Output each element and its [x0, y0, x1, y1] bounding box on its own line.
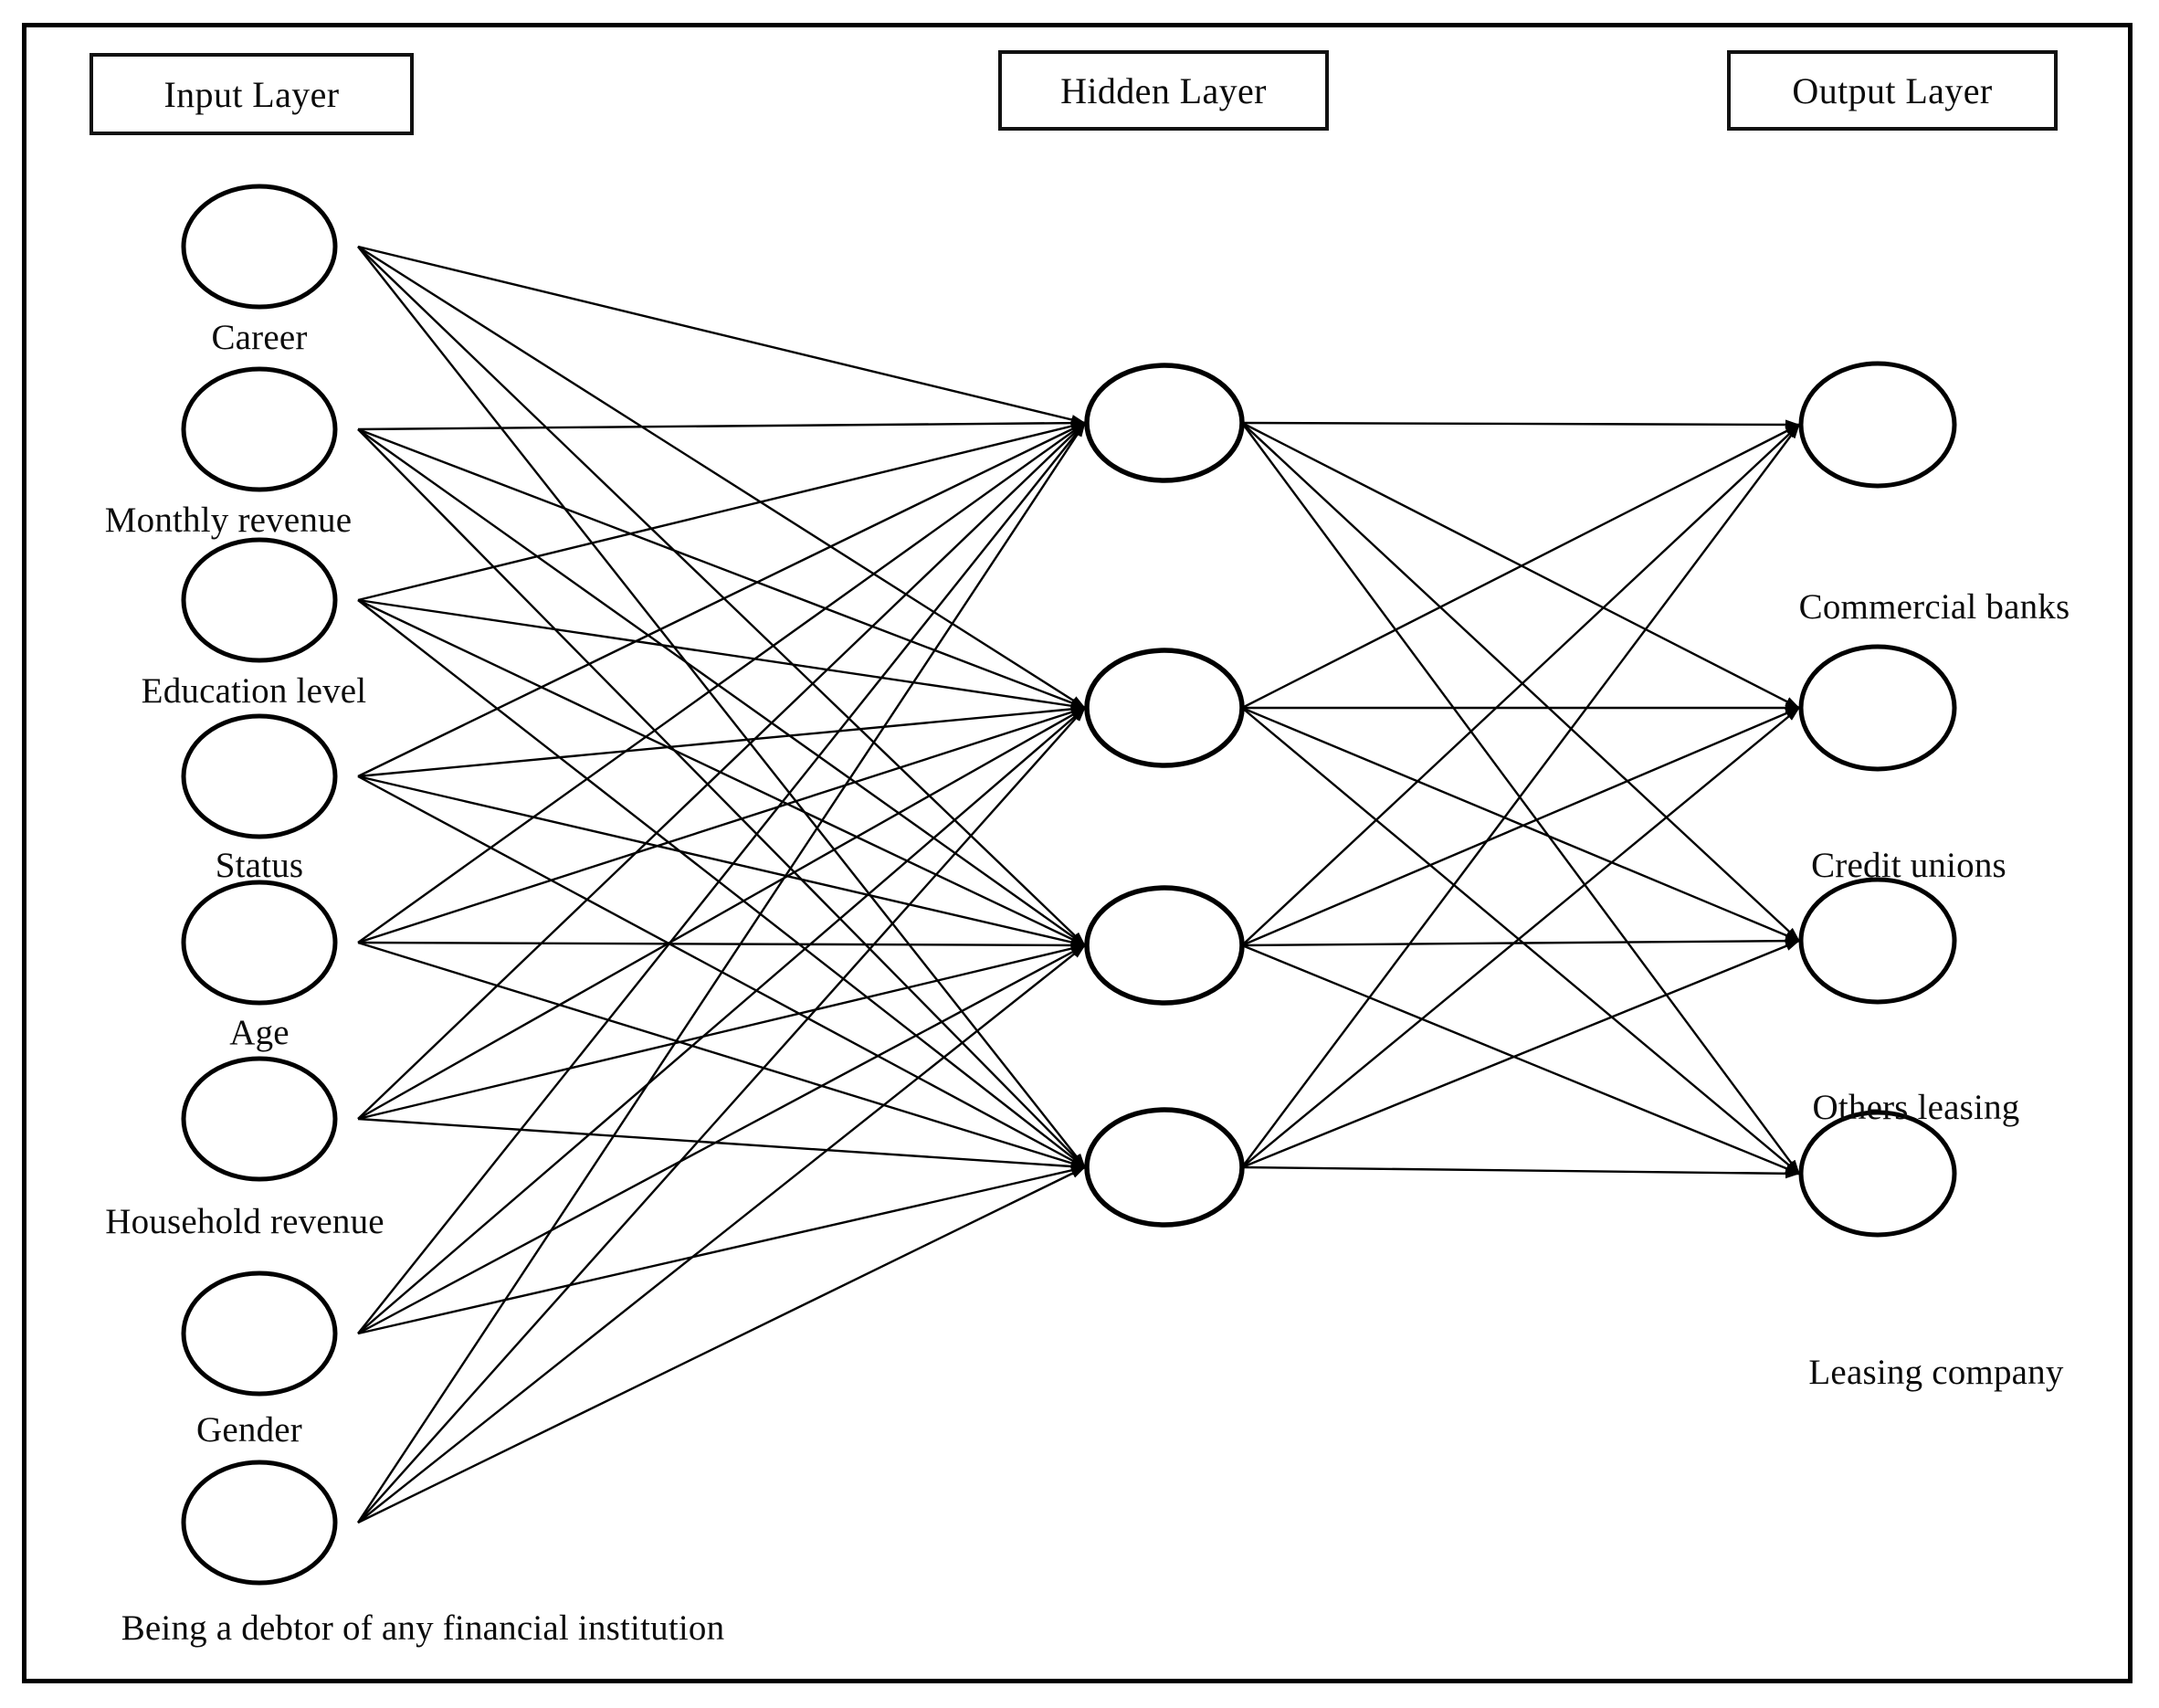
edge-hidden-1-output-0 [1241, 423, 1800, 710]
input-layer-nodes [181, 184, 338, 1586]
hidden-node-1 [1084, 648, 1245, 768]
edge-input-2-hidden-0 [357, 421, 1086, 602]
edge-input-1-hidden-0 [357, 417, 1086, 431]
output-layer-title: Output Layer [1727, 50, 2058, 131]
input-node-3 [181, 713, 338, 839]
edge-input-7-hidden-3 [357, 1165, 1086, 1524]
output-node-2 [1798, 877, 1957, 1005]
input-node-label-0: Career [211, 318, 308, 357]
input-layer-title-text: Input Layer [163, 73, 340, 115]
edge-hidden-1-output-2 [1241, 706, 1800, 943]
edge-input-3-hidden-0 [357, 421, 1086, 778]
output-node-1 [1798, 644, 1957, 772]
edge-input-2-hidden-1 [357, 598, 1086, 712]
input-node-label-4: Age [229, 1013, 290, 1052]
output-node-0 [1798, 361, 1957, 489]
edge-hidden-0-output-0 [1241, 419, 1800, 430]
output-node-label-1: Credit unions [1811, 846, 2006, 885]
edge-input-6-hidden-2 [357, 944, 1086, 1335]
edge-hidden-0-output-3 [1241, 422, 1800, 1175]
edge-input-0-hidden-3 [357, 246, 1086, 1168]
edges-hidden-to-output [1241, 419, 1800, 1179]
edge-hidden-2-output-1 [1241, 706, 1800, 947]
edge-input-0-hidden-2 [357, 246, 1086, 946]
edge-input-1-hidden-3 [357, 428, 1086, 1168]
edge-input-6-hidden-3 [357, 1165, 1086, 1335]
input-node-label-2: Education level [141, 671, 367, 711]
input-node-0 [181, 184, 338, 310]
edge-input-7-hidden-1 [357, 707, 1086, 1523]
output-node-3 [1798, 1110, 1957, 1238]
edge-hidden-3-output-2 [1241, 939, 1800, 1169]
edge-input-7-hidden-0 [356, 422, 1087, 1523]
input-node-label-3: Status [215, 846, 304, 885]
input-node-7 [181, 1460, 338, 1586]
edge-hidden-3-output-0 [1241, 424, 1800, 1168]
hidden-layer-title-text: Hidden Layer [1060, 69, 1267, 111]
hidden-node-3 [1084, 1107, 1245, 1228]
edge-input-4-hidden-2 [357, 940, 1086, 951]
edge-input-3-hidden-1 [357, 703, 1086, 778]
edge-input-1-hidden-1 [357, 427, 1086, 710]
output-layer-nodes [1798, 361, 1957, 1238]
edge-input-5-hidden-1 [357, 706, 1086, 1121]
edge-input-2-hidden-3 [357, 599, 1086, 1168]
edge-hidden-3-output-1 [1241, 707, 1800, 1168]
input-node-1 [181, 366, 338, 492]
diagram-outer-frame [22, 23, 2133, 1683]
edge-hidden-0-output-2 [1241, 422, 1800, 942]
output-layer-title-text: Output Layer [1792, 69, 1993, 111]
edge-input-5-hidden-0 [357, 422, 1086, 1120]
edge-input-4-hidden-0 [357, 422, 1086, 944]
input-node-2 [181, 537, 338, 663]
edge-hidden-2-output-3 [1241, 944, 1800, 1176]
hidden-node-0 [1084, 363, 1245, 483]
output-node-label-2: Others leasing [1812, 1088, 2020, 1127]
hidden-layer-nodes [1084, 363, 1245, 1228]
input-node-5 [181, 1056, 338, 1182]
hidden-node-2 [1084, 885, 1245, 1006]
output-node-label-0: Commercial banks [1798, 587, 2070, 627]
edge-input-4-hidden-1 [357, 706, 1086, 944]
edge-input-7-hidden-2 [357, 944, 1086, 1523]
input-node-label-7: Being a debtor of any financial institut… [121, 1608, 725, 1648]
edge-input-6-hidden-0 [357, 422, 1086, 1334]
hidden-layer-title: Hidden Layer [998, 50, 1329, 131]
edge-input-1-hidden-2 [357, 428, 1086, 946]
edge-input-0-hidden-1 [357, 245, 1086, 710]
input-node-label-1: Monthly revenue [104, 501, 353, 540]
input-node-6 [181, 1270, 338, 1397]
edge-input-5-hidden-3 [357, 1117, 1086, 1172]
edge-hidden-3-output-3 [1241, 1165, 1800, 1179]
edge-input-4-hidden-3 [357, 941, 1086, 1169]
input-node-label-5: Household revenue [105, 1202, 384, 1241]
edges-input-to-hidden [356, 245, 1087, 1524]
input-node-4 [181, 880, 338, 1006]
edge-hidden-1-output-3 [1241, 707, 1800, 1175]
output-node-label-3: Leasing company [1808, 1353, 2064, 1392]
edge-input-5-hidden-2 [357, 944, 1086, 1121]
edge-hidden-2-output-2 [1241, 935, 1800, 947]
edge-hidden-2-output-0 [1241, 424, 1800, 946]
edge-input-0-hidden-0 [357, 245, 1086, 425]
input-node-label-6: Gender [196, 1410, 302, 1450]
edge-input-2-hidden-2 [357, 598, 1086, 947]
input-layer-title: Input Layer [90, 53, 414, 135]
edge-input-6-hidden-1 [357, 707, 1086, 1334]
edge-input-3-hidden-2 [357, 775, 1086, 947]
